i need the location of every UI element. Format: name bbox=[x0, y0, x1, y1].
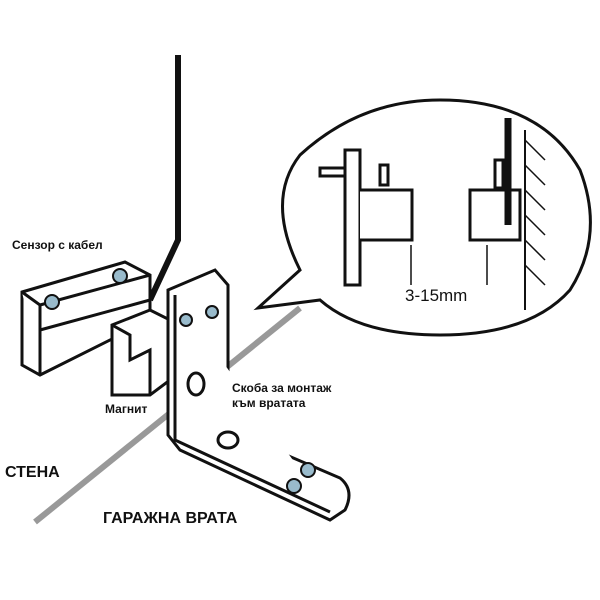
magnet-body bbox=[110, 308, 172, 397]
bracket-label-line2: към вратата bbox=[232, 396, 306, 410]
screw-icon bbox=[205, 305, 219, 319]
screw-icon bbox=[300, 462, 316, 478]
bracket-hole bbox=[186, 371, 206, 397]
screw-icon bbox=[286, 478, 302, 494]
wall-hatching bbox=[524, 139, 546, 286]
wall-label: СТЕНА bbox=[5, 464, 60, 481]
garage-door-label: ГАРАЖНА ВРАТА bbox=[103, 510, 238, 527]
sensor-label: Сензор с кабел bbox=[12, 238, 103, 252]
gap-dimension-label: 3-15mm bbox=[405, 286, 468, 305]
magnet-label: Магнит bbox=[105, 402, 148, 416]
screw-icon bbox=[112, 268, 128, 284]
detail-view bbox=[318, 148, 522, 287]
mounting-bracket bbox=[166, 268, 351, 522]
bracket-label-line1: Скоба за монтаж bbox=[232, 381, 332, 395]
screw-icon bbox=[44, 294, 60, 310]
sensor-body bbox=[20, 260, 152, 377]
screw-icon bbox=[179, 313, 193, 327]
sensor-cable bbox=[147, 55, 181, 302]
bracket-hole bbox=[216, 430, 240, 450]
